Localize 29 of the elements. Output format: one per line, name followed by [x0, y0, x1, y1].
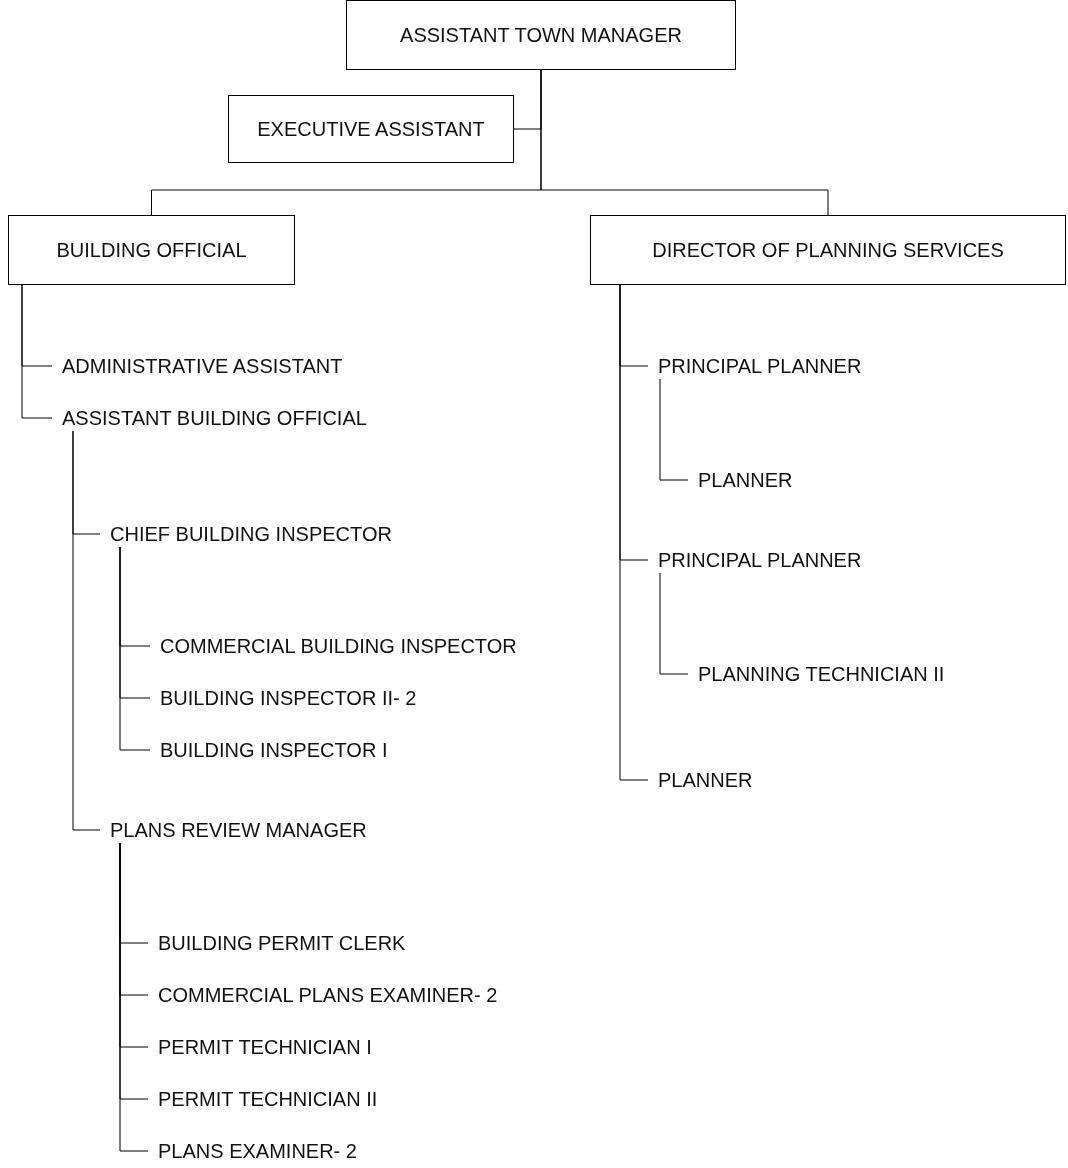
position-box: DIRECTOR OF PLANNING SERVICES — [590, 215, 1066, 285]
position-title: PRINCIPAL PLANNER — [648, 547, 862, 573]
connector-line — [119, 546, 151, 751]
position-title: BUILDING PERMIT CLERK — [148, 930, 406, 956]
position-box: EXECUTIVE ASSISTANT — [228, 95, 514, 163]
connector-line — [72, 430, 101, 831]
position-title: PLANNING TECHNICIAN II — [688, 661, 945, 687]
connector-line — [21, 284, 53, 419]
position-title: COMMERCIAL BUILDING INSPECTOR — [150, 633, 517, 659]
position-title: ASSISTANT BUILDING OFFICIAL — [52, 405, 367, 431]
position-title: PLANS EXAMINER- 2 — [148, 1138, 357, 1164]
position-title: PLANS REVIEW MANAGER — [100, 817, 367, 843]
position-box: BUILDING OFFICIAL — [8, 215, 295, 285]
connector-line — [659, 572, 689, 675]
position-title: PERMIT TECHNICIAN II — [148, 1086, 378, 1112]
position-title: BUILDING INSPECTOR I — [150, 737, 388, 763]
position-box: ASSISTANT TOWN MANAGER — [346, 0, 736, 70]
position-title: PLANNER — [648, 767, 753, 793]
position-title: ADMINISTRATIVE ASSISTANT — [52, 353, 343, 379]
connector-line — [119, 842, 149, 1152]
position-title: BUILDING INSPECTOR II- 2 — [150, 685, 417, 711]
connector-line — [619, 284, 649, 781]
position-title: COMMERCIAL PLANS EXAMINER- 2 — [148, 982, 498, 1008]
connector-line — [540, 69, 829, 216]
position-title: PRINCIPAL PLANNER — [648, 353, 862, 379]
connector-line — [659, 378, 689, 481]
position-title: PLANNER — [688, 467, 793, 493]
position-title: PERMIT TECHNICIAN I — [148, 1034, 372, 1060]
position-title: CHIEF BUILDING INSPECTOR — [100, 521, 392, 547]
